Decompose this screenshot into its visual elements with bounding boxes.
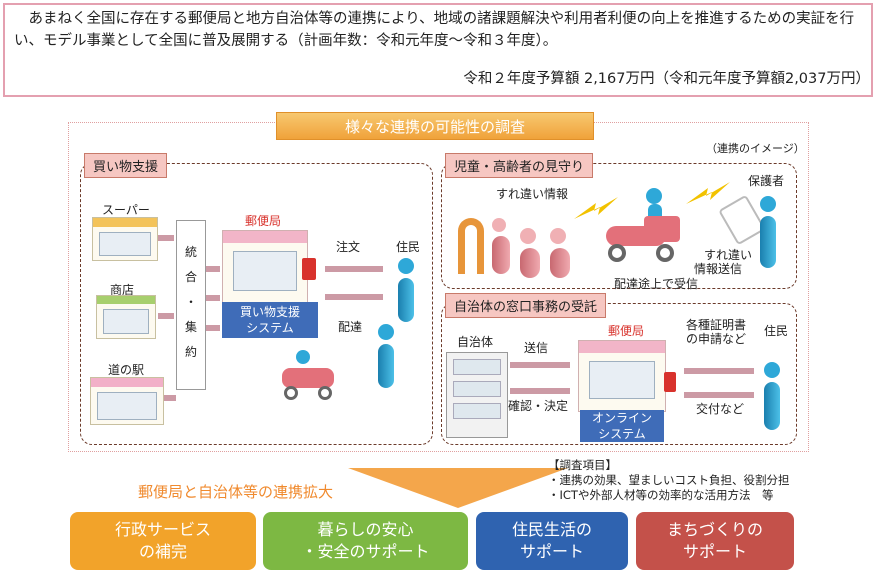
issue-arrow [684,392,754,398]
online-system-line1: オンライン [591,411,652,425]
signal-bolt-icon [574,197,618,219]
issue-label: 交付など [696,402,745,416]
outcome-4-line1: まちづくりの [666,520,763,539]
post-office-icon [222,230,308,304]
arrow-to-po-3 [206,325,220,331]
outcome-admin-services: 行政サービスの補完 [70,512,256,570]
aggregate-char-4: 集 [184,320,197,334]
receive-label: 配達途上で受信 [614,277,699,291]
watch-title: 児童・高齢者の見守り [445,153,594,178]
guardian-figure [760,196,776,268]
survey-item-1: ・連携の効果、望ましいコスト負担、役割分担 [548,473,790,487]
aggregate-char-2: 合 [184,270,197,284]
survey-item-2: ・ICTや外部人材等の効率的な活用方法 等 [548,488,774,502]
municipality-building-icon [446,352,508,438]
expansion-arrow [348,468,568,508]
confirm-label: 確認・決定 [508,399,569,413]
passing-send-line1: すれ違い [704,248,753,262]
certificates-line2: の申請など [686,332,747,346]
shopping-system-line1: 買い物支援 [239,305,300,319]
outcome-4-line2: サポート [682,542,747,561]
passing-send-line2: 情報送信 [694,262,743,276]
expansion-label: 郵便局と自治体等の連携拡大 [138,483,334,501]
certificates-line1: 各種証明書 [686,318,747,332]
supermarket-label: スーパー [102,203,150,217]
supermarket-icon [92,217,158,261]
arrow-store [158,313,174,319]
image-note: （連携のイメージ） [706,142,805,155]
order-arrow [325,266,383,272]
outcome-resident-life: 住民生活のサポート [476,512,628,570]
arrow-supermarket [158,235,174,241]
outcome-2-line2: ・安全のサポート [301,542,430,561]
send-label: 送信 [524,341,549,355]
resident-figure [398,258,414,322]
arrow-to-po-1 [206,266,220,272]
counter-resident-figure [764,362,780,430]
online-system-box: オンライン システム [580,410,664,442]
counter-resident-label: 住民 [764,324,789,338]
outcome-3-line1: 住民生活の [511,520,592,539]
arrow-roadside [164,395,176,401]
intro-text: あまねく全国に存在する郵便局と地方自治体等の連携により、地域の諸課題解決や利用者… [14,11,855,49]
shopping-panel [80,163,433,445]
application-arrow [684,368,754,374]
aggregate-char-5: 約 [184,345,197,359]
signal-bolt-icon-2 [686,182,730,204]
counter-title: 自治体の窓口事務の受託 [445,293,607,318]
child-figure-1 [492,218,510,274]
watch-scooter-icon [604,188,684,268]
shopping-title: 買い物支援 [84,153,168,178]
elderly-cane-figure [458,218,484,274]
outcome-safety-support: 暮らしの安心・安全のサポート [263,512,468,570]
outcome-3-line2: サポート [519,542,584,561]
child-figure-3 [550,228,570,278]
child-figure-2 [520,228,540,278]
aggregate-char-3: ・ [184,295,197,309]
outcome-town-planning: まちづくりのサポート [636,512,794,570]
survey-title: 【調査項目】 [548,458,617,472]
mailbox-icon [302,258,316,280]
watch-panel [441,163,797,289]
store-label: 商店 [110,283,135,297]
intro-box [3,3,873,97]
online-system-line2: システム [598,427,646,441]
roadside-station-icon [90,377,164,425]
delivery-arrow [325,294,383,300]
arrow-to-po-2 [206,295,220,301]
roadside-station-label: 道の駅 [108,363,145,377]
shopping-system-box: 買い物支援 システム [222,302,318,338]
outcome-2-line1: 暮らしの安心 [317,520,414,539]
send-arrow [510,362,570,368]
shopping-resident-label: 住民 [396,240,421,254]
outcome-1-line1: 行政サービス [114,520,211,539]
order-label: 注文 [336,240,361,254]
passing-info-label: すれ違い情報 [496,187,569,201]
survey-block: 【調査項目】 ・連携の効果、望ましいコスト負担、役割分担 ・ICTや外部人材等の… [548,458,790,503]
delivery-scooter-icon [278,350,338,402]
store-icon [96,295,156,339]
shopping-post-office-label: 郵便局 [245,214,282,228]
budget-text: 令和２年度予算額 2,167万円（令和元年度予算額2,037万円） [463,71,870,87]
confirm-arrow [510,388,570,394]
shopping-system-line2: システム [246,321,294,335]
delivery-label: 配達 [338,320,363,334]
aggregate-box: 統 合 ・ 集 約 [176,220,206,390]
banner-title: 様々な連携の可能性の調査 [276,112,594,140]
delivery-resident-figure [378,324,394,388]
counter-panel [441,303,797,445]
guardian-label: 保護者 [748,174,785,188]
counter-post-office-icon [578,340,666,412]
counter-mailbox-icon [664,372,676,392]
counter-post-office-label: 郵便局 [608,324,645,338]
municipality-label: 自治体 [457,335,494,349]
outcome-1-line2: の補完 [138,542,187,561]
aggregate-char-1: 統 [184,245,197,259]
